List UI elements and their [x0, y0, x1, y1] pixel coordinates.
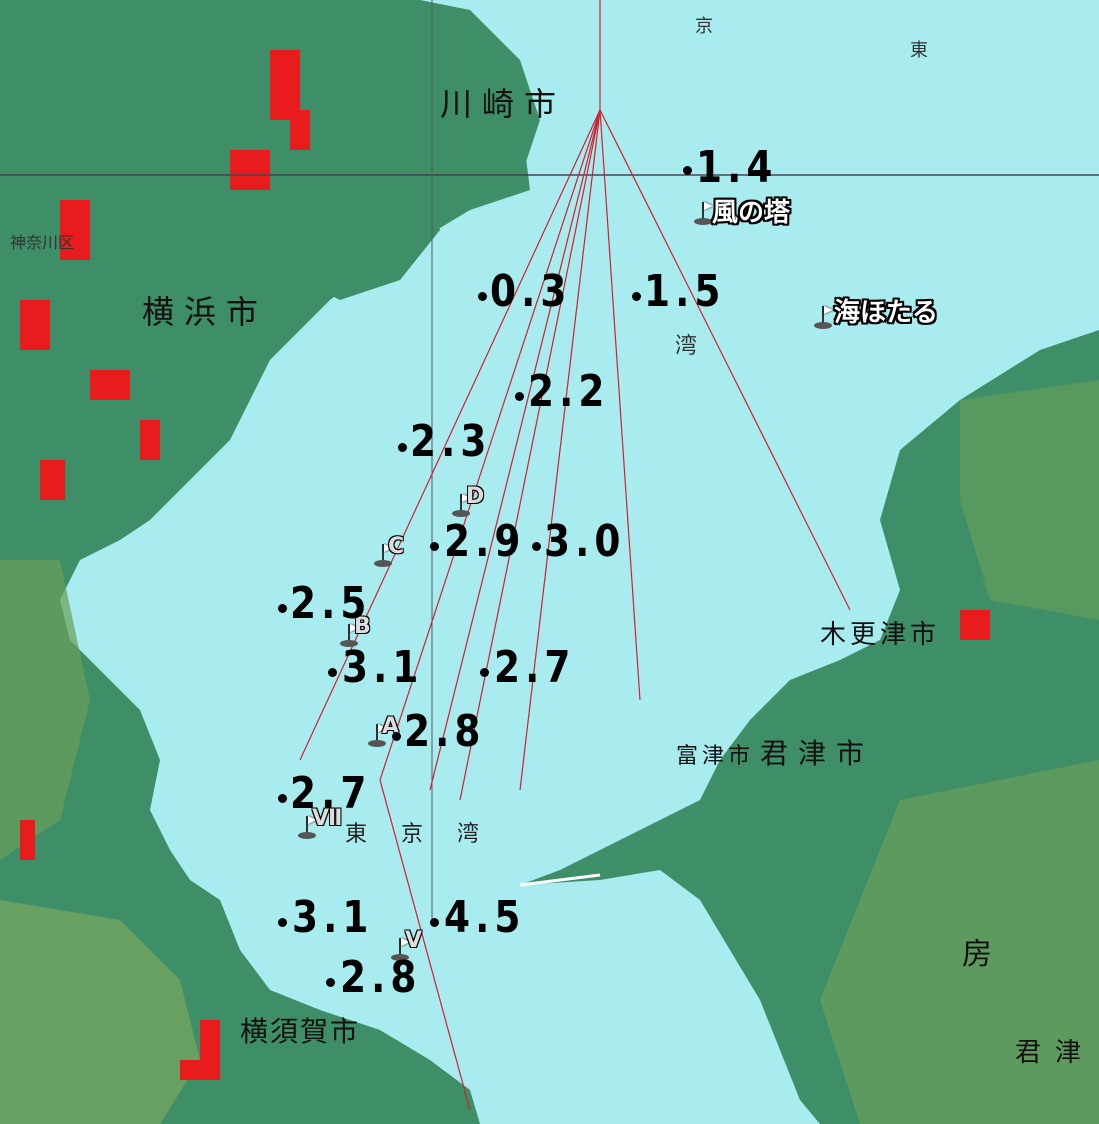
- station-d-marker: D: [446, 484, 486, 520]
- measurement-value: 2.8: [340, 952, 422, 1003]
- measurement-dot: [278, 918, 287, 927]
- kanagawa-ku-label: 神奈川区: [10, 233, 75, 252]
- measurement-dot: [326, 978, 335, 987]
- measurement-dot: [478, 292, 487, 301]
- measurement-dot: [392, 732, 401, 741]
- station-vii-marker: Ⅶ: [292, 806, 343, 842]
- east-char-label: 東: [910, 40, 932, 61]
- kimitsu-city-label: 君津市: [760, 737, 875, 770]
- measurement-value: 3.1: [342, 642, 424, 693]
- station-c-label: C: [388, 534, 405, 559]
- bo-char-label: 房: [962, 937, 1002, 972]
- measurement-value: 4.5: [444, 892, 526, 943]
- tokyo-bay-label: 東京湾: [345, 822, 514, 847]
- futtsu-city-label: 富津市: [676, 744, 755, 769]
- measurement-value: 3.1: [292, 892, 374, 943]
- measurement-value: 1.4: [696, 142, 778, 193]
- measurement-dot: [532, 542, 541, 551]
- kawasaki-city-label: 川崎市: [440, 85, 567, 123]
- measurement-dot: [278, 794, 287, 803]
- measurement-value: 2.7: [290, 768, 372, 819]
- measurement-dot: [683, 166, 692, 175]
- measurement-dot: [515, 392, 524, 401]
- umihotaru-marker: [808, 302, 848, 332]
- yokohama-city-label: 横浜市: [142, 293, 269, 331]
- measurement-dot: [480, 668, 489, 677]
- measurement-dot: [278, 604, 287, 613]
- station-v-label: Ⅴ: [405, 928, 423, 953]
- measurement-value: 3.0: [544, 516, 626, 567]
- kimitsu-right-label: 君津: [1015, 1038, 1096, 1068]
- station-c-marker: C: [368, 534, 408, 570]
- measurement-value: 2.8: [404, 706, 486, 757]
- bay-char-label: 湾: [675, 334, 702, 359]
- kaze-no-to-marker: [688, 198, 728, 228]
- measurement-dot: [328, 668, 337, 677]
- umihotaru-label: 海ほたる: [834, 298, 939, 328]
- kisarazu-city-label: 木更津市: [820, 620, 941, 650]
- station-b-label: B: [354, 614, 371, 639]
- station-b-marker: B: [334, 614, 374, 650]
- measurement-value: 1.5: [644, 266, 726, 317]
- measurement-dot: [632, 292, 641, 301]
- measurement-value: 2.3: [410, 416, 492, 467]
- tokyo-char-label: 京: [695, 16, 717, 37]
- measurement-dot: [398, 443, 407, 452]
- station-v-marker: Ⅴ: [385, 928, 425, 964]
- yokosuka-city-label: 横須賀市: [240, 1015, 361, 1048]
- measurement-value: 0.3: [490, 266, 572, 317]
- station-vii-label: Ⅶ: [312, 806, 343, 831]
- measurement-dot: [430, 542, 439, 551]
- kaze-no-to-label: 風の塔: [712, 198, 791, 228]
- measurement-value: 2.2: [528, 366, 610, 417]
- measurement-value: 2.9: [444, 516, 526, 567]
- measurement-value: 2.5: [290, 578, 372, 629]
- station-d-label: D: [466, 484, 485, 509]
- measurement-value: 2.7: [494, 642, 576, 693]
- measurement-dot: [430, 918, 439, 927]
